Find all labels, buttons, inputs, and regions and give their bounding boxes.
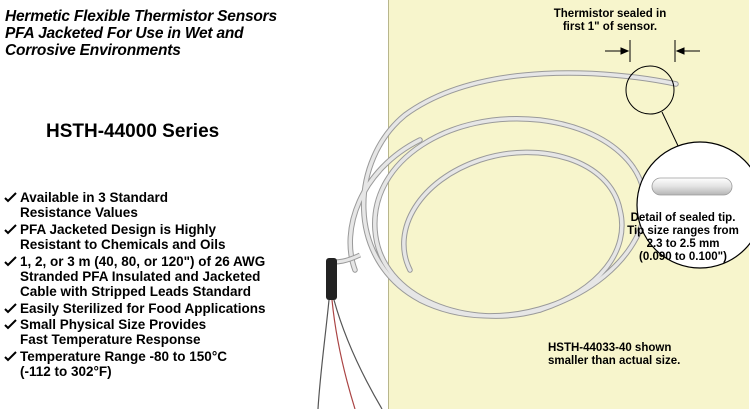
dimension-arrows — [605, 40, 700, 62]
sealed-tip — [651, 177, 733, 196]
heading-line-2: PFA Jacketed For Use in Wet and — [5, 25, 244, 42]
feature-text: 1, 2, or 3 m (40, 80, or 120") of 26 AWG — [20, 253, 266, 269]
feature-text: Cable with Stripped Leads Standard — [20, 284, 252, 300]
callout-sealed: Thermistor sealed in first 1" of sensor. — [550, 8, 670, 34]
feature-text: Available in 3 Standard — [20, 190, 169, 205]
heading-line-1: Hermetic Flexible Thermistor Sensors — [5, 8, 277, 25]
callout-model: HSTH-44033-40 shown smaller than actual … — [548, 342, 708, 368]
checkmark-icon — [4, 351, 17, 362]
stripped-leads — [317, 299, 383, 409]
checkmark-icon — [4, 224, 17, 235]
callout-text: HSTH-44033-40 shown — [548, 342, 672, 354]
list-item: Small Physical Size Provides Fast Temper… — [4, 317, 334, 348]
tip-detail-circle — [636, 141, 750, 269]
callout-text: Thermistor sealed in — [553, 8, 667, 20]
callout-text: smaller than actual size. — [548, 355, 681, 367]
checkmark-icon — [4, 319, 17, 330]
feature-text: Easily Sterilized for Food Applications — [20, 300, 266, 316]
heading-line-3: Corrosive Environments — [5, 42, 181, 59]
magnifier-leader — [661, 111, 681, 151]
list-item: Available in 3 Standard Resistance Value… — [4, 190, 334, 221]
cable-coil — [347, 70, 679, 319]
list-item: Temperature Range -80 to 150°C (-112 to … — [4, 349, 334, 380]
series-title: HSTH-44000 Series — [46, 121, 220, 142]
callout-text: 2.3 to 2.5 mm — [646, 238, 720, 250]
checkmark-icon — [4, 192, 17, 203]
feature-text: Stranded PFA Insulated and Jacketed — [20, 268, 261, 284]
callout-text: Tip size ranges from — [627, 225, 739, 237]
checkmark-icon — [4, 302, 17, 314]
callout-text: (0.090 to 0.100") — [639, 251, 727, 263]
feature-text: PFA Jacketed Design is Highly — [20, 221, 217, 237]
feature-text: Resistant to Chemicals and Oils — [20, 237, 226, 253]
feature-text: Temperature Range -80 to 150°C — [20, 348, 227, 364]
tip-magnifier-circle — [625, 65, 675, 115]
list-item: Easily Sterilized for Food Applications — [4, 301, 334, 316]
feature-text: Resistance Values — [20, 205, 138, 221]
callout-text: first 1" of sensor. — [562, 21, 658, 33]
product-heading: Hermetic Flexible Thermistor Sensors PFA… — [5, 8, 325, 59]
list-item: PFA Jacketed Design is Highly Resistant … — [4, 222, 334, 253]
feature-list: Available in 3 Standard Resistance Value… — [4, 190, 334, 381]
list-item: 1, 2, or 3 m (40, 80, or 120") of 26 AWG… — [4, 254, 334, 300]
shrink-tube — [326, 258, 337, 300]
feature-text: Fast Temperature Response — [20, 332, 201, 348]
feature-text: Small Physical Size Provides — [20, 317, 207, 333]
feature-text: (-112 to 302°F) — [20, 364, 112, 380]
checkmark-icon — [4, 255, 17, 266]
callout-detail: Detail of sealed tip. Tip size ranges fr… — [617, 212, 749, 264]
callout-text: Detail of sealed tip. — [630, 212, 736, 224]
